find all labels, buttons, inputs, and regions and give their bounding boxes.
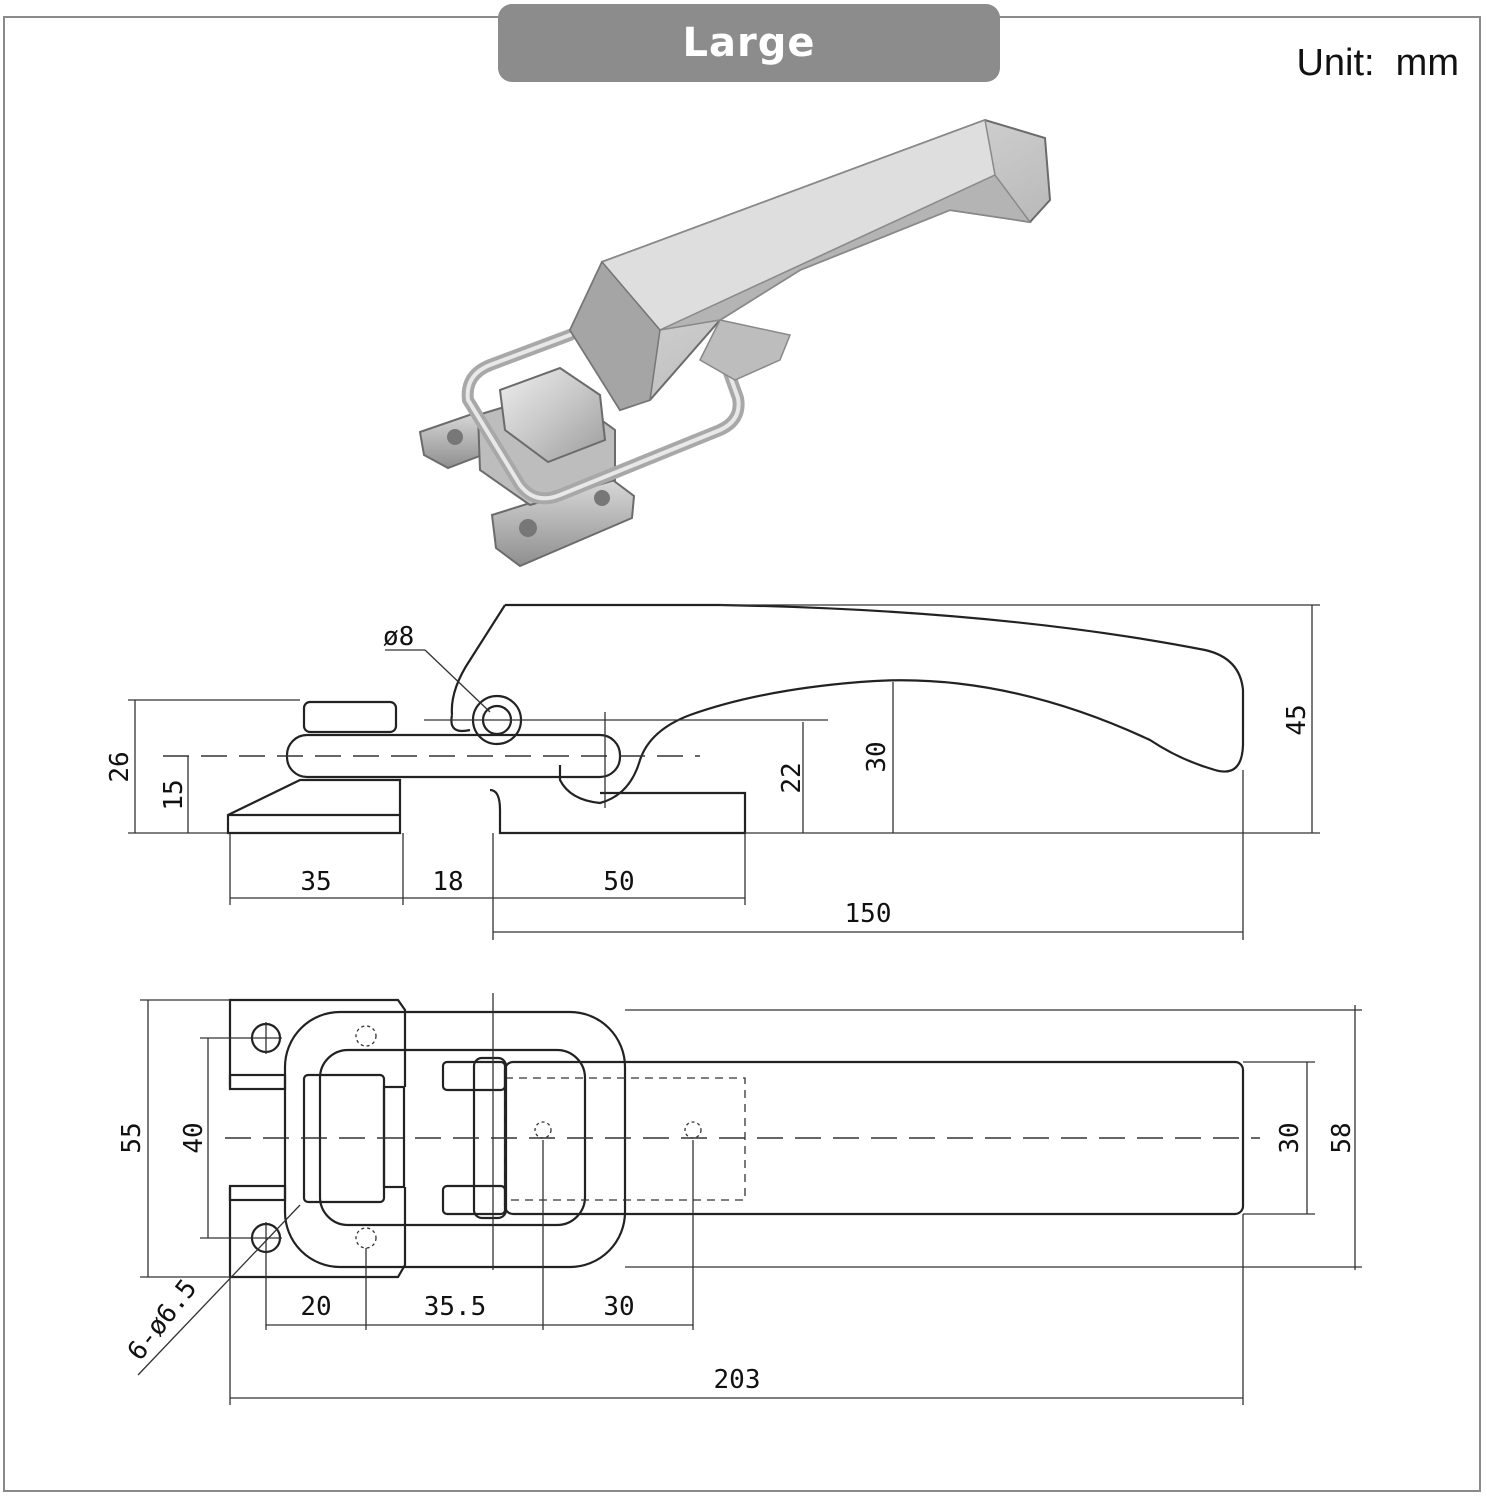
top-view-drawing: 55 40 30 58 20 35.5 30 203 6-ø6.5 <box>117 993 1362 1405</box>
dim-width-18: 18 <box>432 867 463 897</box>
mount-hole <box>519 519 537 537</box>
dim-height-55: 55 <box>117 1122 147 1153</box>
dim-width-30-top: 30 <box>603 1292 634 1322</box>
dim-height-30-top: 30 <box>1275 1122 1305 1153</box>
dim-height-15: 15 <box>159 779 189 810</box>
size-title-badge: Large <box>498 4 1000 82</box>
catch-block <box>302 700 398 734</box>
dim-width-50: 50 <box>603 867 634 897</box>
dim-width-35-5: 35.5 <box>424 1292 487 1322</box>
mount-hole <box>447 429 463 445</box>
side-view-drawing: ø8 26 15 22 30 45 35 18 50 150 <box>105 603 1320 940</box>
dim-width-203: 203 <box>714 1365 761 1395</box>
dim-width-35: 35 <box>300 867 331 897</box>
dim-height-45: 45 <box>1282 704 1312 735</box>
dim-height-40: 40 <box>179 1122 209 1153</box>
pin-diameter-label: ø8 <box>383 622 414 652</box>
dim-width-150: 150 <box>845 899 892 929</box>
dim-width-20: 20 <box>300 1292 331 1322</box>
dim-height-22: 22 <box>777 762 807 793</box>
latch-photo <box>418 118 1052 568</box>
dim-height-30: 30 <box>862 741 892 772</box>
dim-height-58: 58 <box>1327 1122 1357 1153</box>
dim-height-26: 26 <box>105 751 135 782</box>
unit-label: Unit: mm <box>1296 42 1459 84</box>
mount-hole <box>594 490 610 506</box>
